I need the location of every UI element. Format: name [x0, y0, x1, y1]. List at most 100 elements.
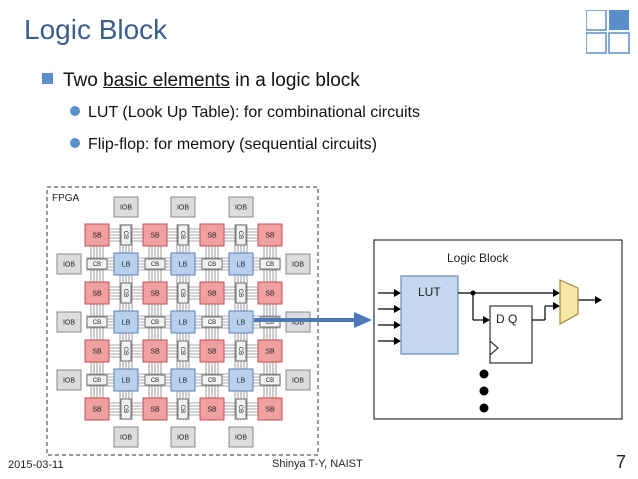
connection-block-label: CB: [266, 262, 274, 268]
bullet-text-underlined: basic elements: [103, 70, 230, 91]
ellipsis-dot: [479, 386, 489, 396]
switch-block-label: SB: [207, 290, 217, 297]
connection-block-label: CB: [122, 347, 128, 355]
connection-block: [86, 316, 108, 328]
connection-block: [120, 340, 132, 362]
connection-block: [120, 398, 132, 420]
logic-block-label: LB: [237, 319, 246, 326]
connection-block: [144, 374, 166, 386]
switch-block: [199, 397, 225, 421]
connection-block-label: CB: [151, 378, 159, 384]
switch-block: [84, 339, 110, 363]
connection-block-label: CB: [266, 378, 274, 384]
logic-block-label: LB: [122, 261, 131, 268]
connection-block: [86, 374, 108, 386]
sub-bullet-text: Flip-flop: for memory (sequential circui…: [88, 136, 377, 153]
switch-block-label: SB: [207, 348, 217, 355]
switch-block-label: SB: [265, 406, 275, 413]
switch-block: [257, 397, 283, 421]
iob-label: IOB: [63, 319, 75, 326]
logic-block-cell: [170, 368, 196, 392]
connection-block-label: CB: [151, 320, 159, 326]
multiplexer: [559, 279, 579, 326]
switch-block-label: SB: [92, 232, 102, 239]
fpga-boundary: [46, 186, 319, 456]
connection-block-label: CB: [122, 231, 128, 239]
logic-block-cell: [113, 368, 139, 392]
connection-block: [235, 340, 247, 362]
logic-block-title: Logic Block: [447, 251, 509, 265]
logic-block-cell: [170, 310, 196, 334]
connection-block-label: CB: [151, 262, 159, 268]
switch-block-label: SB: [265, 348, 275, 355]
logic-block-cell: [228, 310, 254, 334]
connection-block: [235, 398, 247, 420]
logic-block-cell: [170, 252, 196, 276]
switch-block: [84, 281, 110, 305]
connection-block-label: CB: [237, 347, 243, 355]
connection-block: [259, 258, 281, 270]
zoom-arrow: [254, 312, 372, 328]
switch-block-label: SB: [150, 232, 160, 239]
round-bullet-icon: [70, 138, 80, 148]
logic-block-label: LB: [122, 319, 131, 326]
logic-block-label: LB: [179, 319, 188, 326]
logic-block-cell: [113, 252, 139, 276]
switch-block-label: SB: [92, 348, 102, 355]
iob-block: [228, 196, 254, 218]
connection-block-label: CB: [179, 347, 185, 355]
connection-block: [120, 224, 132, 246]
ellipsis-dot: [479, 369, 489, 379]
sub-bullet-flipflop: Flip-flop: for memory (sequential circui…: [70, 136, 377, 154]
switch-block: [257, 223, 283, 247]
switch-block-label: SB: [92, 406, 102, 413]
logic-block-cell: [113, 310, 139, 334]
switch-block-label: SB: [150, 406, 160, 413]
iob-label: IOB: [292, 261, 304, 268]
switch-block-label: SB: [265, 290, 275, 297]
switch-block: [84, 223, 110, 247]
fpga-label: FPGA: [52, 193, 80, 204]
connection-block-label: CB: [122, 405, 128, 413]
switch-block-label: SB: [150, 290, 160, 297]
switch-block: [199, 281, 225, 305]
connection-block: [235, 282, 247, 304]
iob-label: IOB: [177, 204, 189, 211]
iob-block: [113, 426, 139, 448]
lut-label: LUT: [418, 285, 441, 299]
iob-block: [113, 196, 139, 218]
lut-input-arrows: [378, 289, 401, 345]
switch-block: [257, 281, 283, 305]
iob-block: [285, 369, 311, 391]
connection-block-label: CB: [208, 320, 216, 326]
iob-block: [228, 426, 254, 448]
connection-block-label: CB: [122, 289, 128, 297]
logic-block-cell: [228, 368, 254, 392]
square-bullet-icon: [42, 73, 53, 84]
connection-block-label: CB: [179, 405, 185, 413]
switch-block: [199, 339, 225, 363]
logic-block-detail: Logic Block LUT: [373, 239, 623, 420]
connection-block: [144, 316, 166, 328]
logic-block-label: LB: [179, 377, 188, 384]
connection-block: [259, 374, 281, 386]
switch-block: [199, 223, 225, 247]
iob-label: IOB: [177, 434, 189, 441]
logic-block-cell: [228, 252, 254, 276]
iob-label: IOB: [120, 204, 132, 211]
iob-block: [56, 253, 82, 275]
switch-block: [142, 397, 168, 421]
connection-block: [201, 374, 223, 386]
connection-block: [144, 258, 166, 270]
ellipsis-dot: [479, 403, 489, 413]
switch-block: [142, 281, 168, 305]
switch-block-label: SB: [207, 406, 217, 413]
footer-author: Shinya T-Y, NAIST: [272, 458, 363, 470]
main-bullet: Two basic elements in a logic block: [42, 70, 360, 92]
iob-label: IOB: [235, 204, 247, 211]
flip-flop-block: [489, 305, 533, 364]
lut-output-wires: [458, 289, 602, 324]
iob-label: IOB: [292, 377, 304, 384]
bullet-text-post: in a logic block: [229, 70, 360, 91]
switch-block-label: SB: [92, 290, 102, 297]
